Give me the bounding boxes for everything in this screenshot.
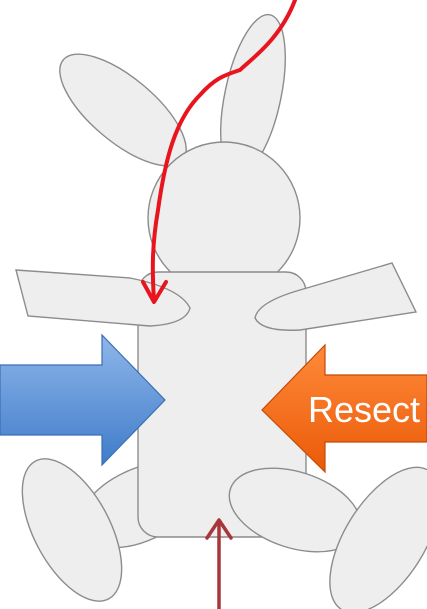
rabbit-head: [148, 142, 300, 294]
resect-label: Resect: [308, 389, 420, 430]
